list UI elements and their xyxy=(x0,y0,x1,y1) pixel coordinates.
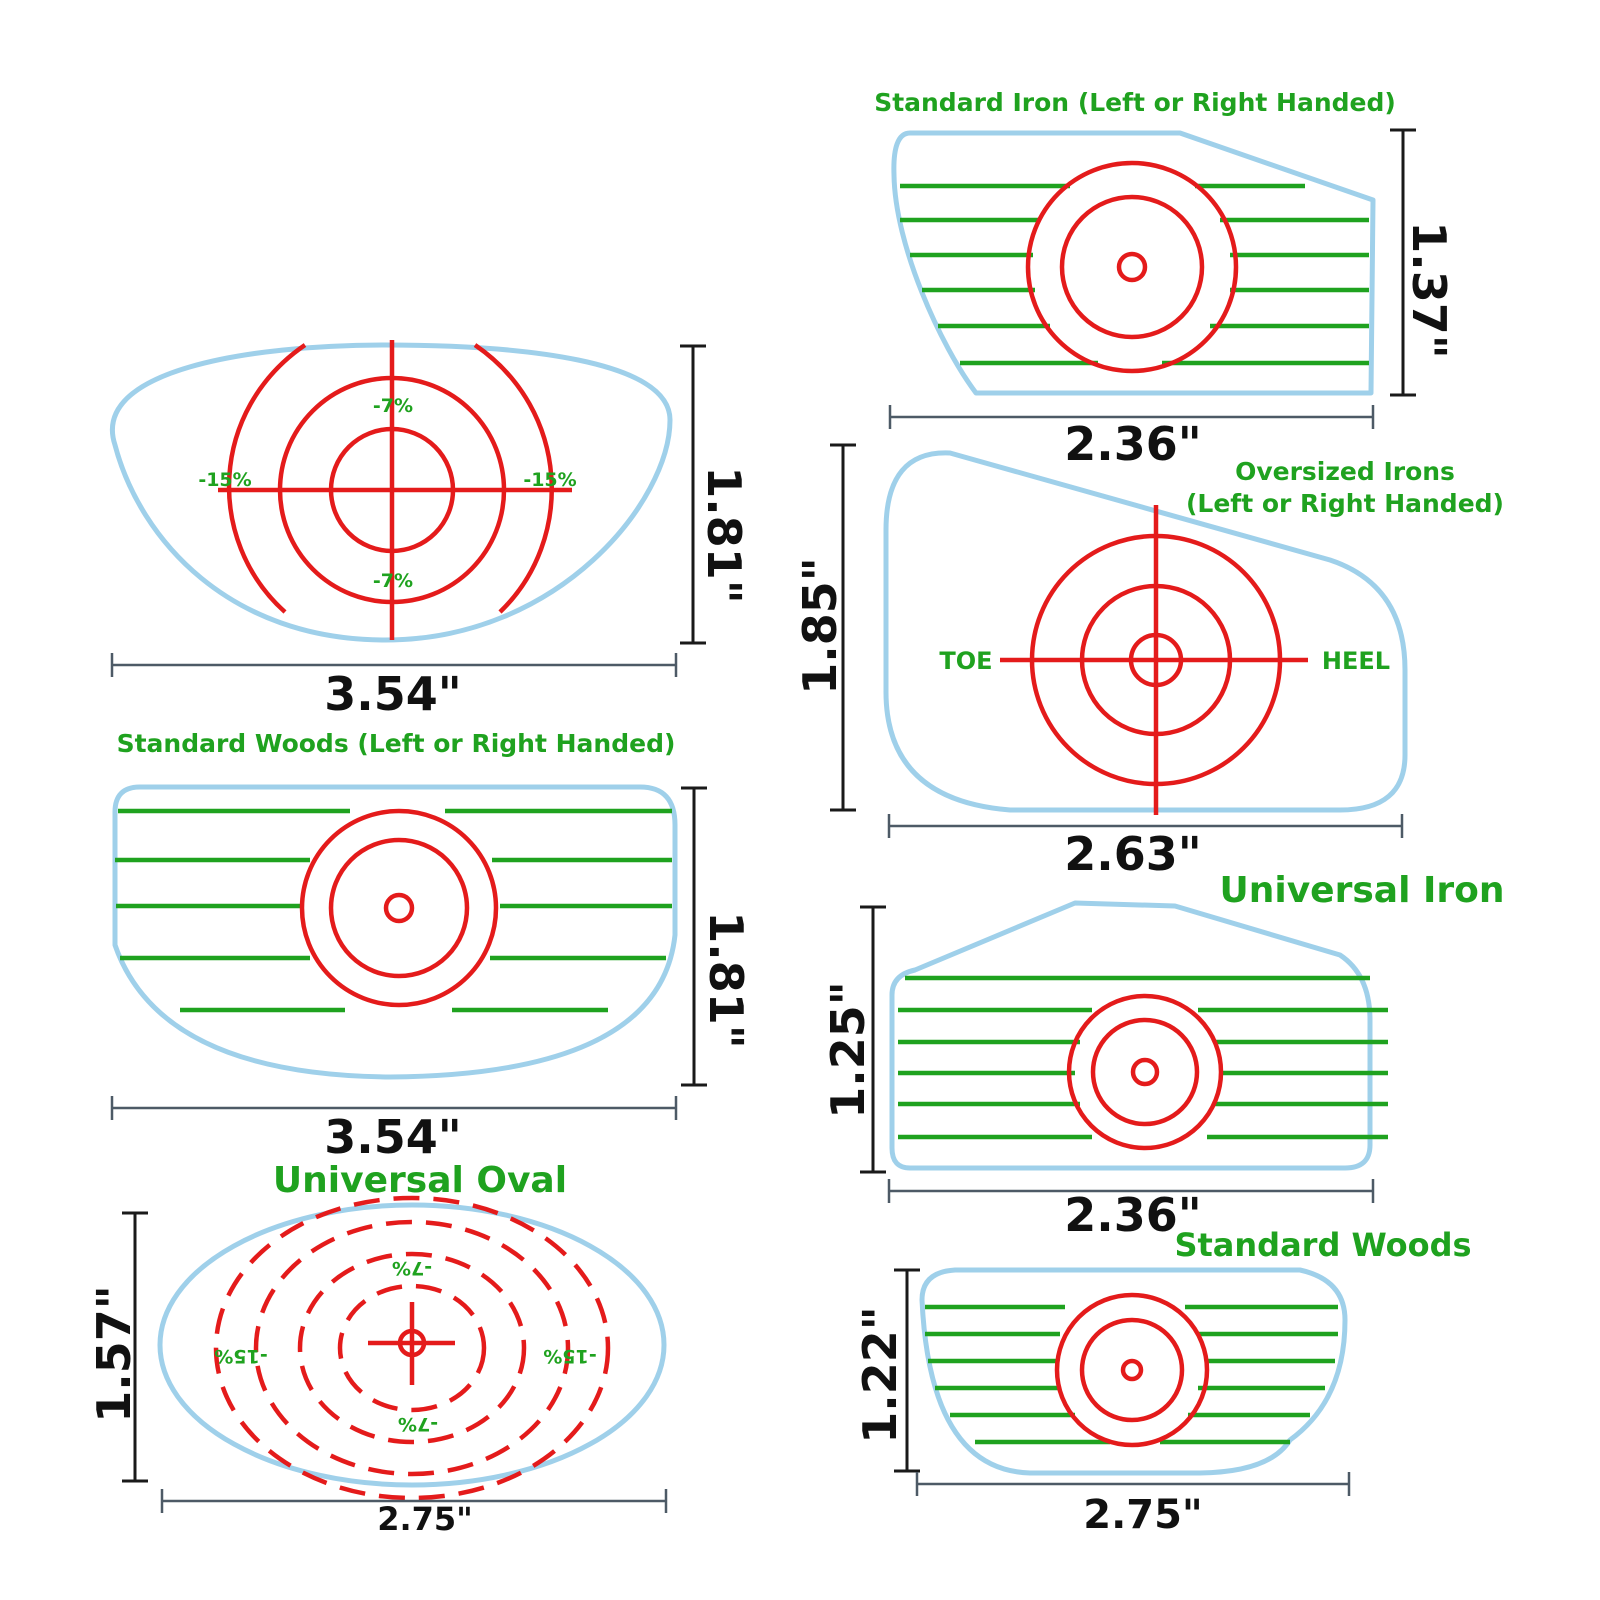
universal-oval-outline xyxy=(157,1202,667,1488)
oversized-irons-width-label: 2.63" xyxy=(1064,827,1201,881)
universal-oval-width-label: 2.75" xyxy=(377,1500,473,1538)
oval-pct-bottom-label: -7% xyxy=(398,1413,438,1435)
oval-pct-left-label: -15% xyxy=(214,1345,267,1367)
standard-woods-lr-width-ruler: 3.54" xyxy=(110,1096,678,1164)
universal-iron-face xyxy=(889,900,1388,1171)
oversized-irons-height-ruler: 1.85" xyxy=(793,443,856,812)
pct-right-label: -15% xyxy=(523,469,576,491)
universal-iron-width-label: 2.36" xyxy=(1064,1188,1201,1242)
standard-woods-height-ruler: 1.22" xyxy=(853,1268,920,1473)
universal-iron-width-ruler: 2.36" xyxy=(887,1179,1375,1242)
oversized-irons-width-ruler: 2.63" xyxy=(887,814,1404,881)
standard-woods-title: Standard Woods xyxy=(1174,1226,1471,1264)
standard-woods-width-label: 2.75" xyxy=(1083,1492,1203,1538)
standard-woods-lr-height-label: 1.81" xyxy=(699,911,753,1048)
standard-woods-outline xyxy=(919,1267,1348,1476)
driver-top-height-ruler: 1.81" xyxy=(680,344,751,645)
standard-iron-width-label: 2.36" xyxy=(1064,417,1201,471)
universal-oval-face: -7% -7% -15% -15% xyxy=(157,1195,667,1501)
standard-woods-height-label: 1.22" xyxy=(853,1306,907,1443)
standard-iron-outline xyxy=(891,130,1376,396)
oversized-irons-outline xyxy=(883,450,1408,813)
standard-woods-lr-height-ruler: 1.81" xyxy=(681,786,753,1087)
standard-woods-face xyxy=(919,1267,1348,1476)
driver-top-width-label: 3.54" xyxy=(324,667,461,721)
universal-oval-title: Universal Oval xyxy=(273,1160,567,1201)
standard-iron-title: Standard Iron (Left or Right Handed) xyxy=(874,88,1396,117)
driver-top-width-ruler: 3.54" xyxy=(110,653,678,721)
oversized-irons-height-label: 1.85" xyxy=(793,557,847,694)
toe-label: TOE xyxy=(939,647,992,675)
universal-oval-height-label: 1.57" xyxy=(87,1285,141,1422)
universal-oval-height-ruler: 1.57" xyxy=(87,1211,148,1483)
heel-label: HEEL xyxy=(1322,647,1390,675)
standard-woods-lr-face xyxy=(112,784,678,1080)
driver-top-height-label: 1.81" xyxy=(697,466,751,603)
oval-pct-right-label: -15% xyxy=(543,1345,596,1367)
standard-iron-face xyxy=(891,130,1376,396)
standard-woods-lr-outline xyxy=(112,784,678,1080)
driver-top-face: -7% -7% -15% -15% xyxy=(110,340,673,643)
standard-woods-lr-title: Standard Woods (Left or Right Handed) xyxy=(117,729,676,758)
standard-woods-width-ruler: 2.75" xyxy=(915,1472,1351,1538)
pct-left-label: -15% xyxy=(198,469,251,491)
standard-woods-lr-width-label: 3.54" xyxy=(324,1110,461,1164)
universal-iron-outline xyxy=(889,900,1373,1171)
pct-top-label: -7% xyxy=(373,395,413,417)
standard-iron-width-ruler: 2.36" xyxy=(888,405,1375,471)
universal-iron-title: Universal Iron xyxy=(1220,870,1505,911)
universal-iron-height-ruler: 1.25" xyxy=(821,905,886,1174)
standard-iron-height-ruler: 1.37" xyxy=(1390,128,1456,397)
oversized-irons-title-line1: Oversized Irons xyxy=(1235,457,1455,486)
driver-top-outline xyxy=(110,342,673,643)
pct-bottom-label: -7% xyxy=(373,570,413,592)
oversized-irons-title-line2: (Left or Right Handed) xyxy=(1186,489,1504,518)
universal-iron-height-label: 1.25" xyxy=(821,981,875,1118)
universal-oval-width-ruler: 2.75" xyxy=(160,1489,668,1538)
standard-iron-height-label: 1.37" xyxy=(1402,221,1456,358)
oval-pct-top-label: -7% xyxy=(392,1257,432,1279)
oversized-irons-face: TOE HEEL xyxy=(883,450,1408,815)
